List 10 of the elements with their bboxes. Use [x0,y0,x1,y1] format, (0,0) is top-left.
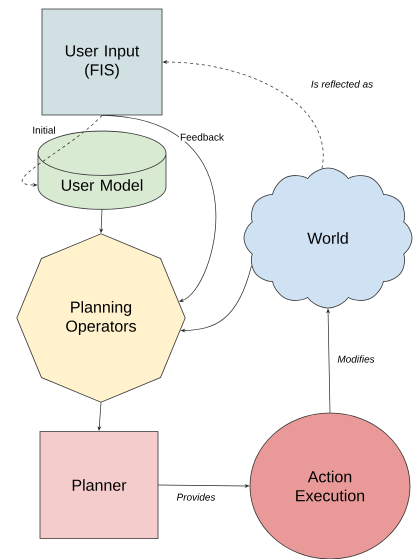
edge-label: Is reflected as [310,79,374,89]
octagon: Planning Operators [16,233,186,403]
edge-label: Feedback [179,132,225,142]
arrow [102,115,216,302]
cloud: World [244,168,412,308]
circle-node: Action Execution [250,412,410,559]
process-box: User Input (FIS) [42,8,162,116]
process-box: Planner [40,431,158,539]
edge-label: Provides [176,492,216,502]
edge-label: Modifies [336,354,376,364]
